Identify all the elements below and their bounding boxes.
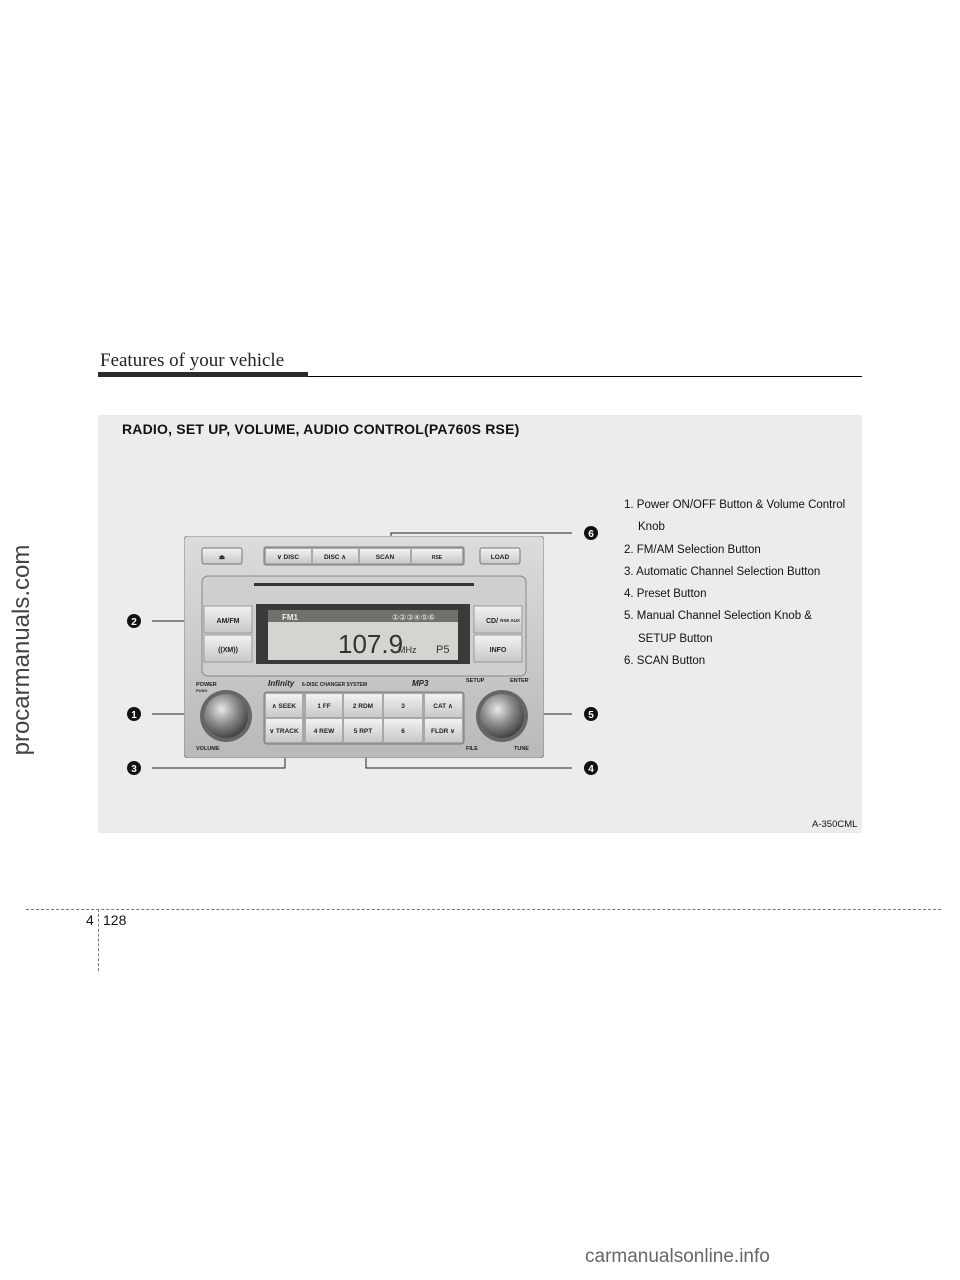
xm-button[interactable]: ((XM)) [203,634,253,663]
svg-text:POWER: POWER [196,682,217,688]
svg-text:4 REW: 4 REW [314,728,335,735]
svg-text:FILE: FILE [466,746,478,752]
display-frequency: 107.9 [338,629,403,659]
scan-button[interactable]: SCAN [360,549,410,563]
svg-text:6-DISC CHANGER SYSTEM: 6-DISC CHANGER SYSTEM [302,682,367,688]
page-section: 4 [86,912,94,928]
svg-text:2 RDM: 2 RDM [353,703,373,710]
figure-title: RADIO, SET UP, VOLUME, AUDIO CONTROL(PA7… [122,421,520,437]
display-band: FM1 [282,613,299,622]
svg-text:3: 3 [401,703,405,710]
legend-item-3: 3. Automatic Channel Selection Button [624,565,821,578]
svg-text:DISC ∧: DISC ∧ [324,554,346,561]
info-button[interactable]: INFO [473,634,523,663]
power-volume-knob[interactable] [200,690,252,742]
eject-button[interactable]: ⏏ [201,547,243,565]
cd-slot [254,583,474,586]
svg-text:3: 3 [131,764,137,775]
seek-button[interactable]: ∧ SEEK [266,694,302,717]
track-button[interactable]: ∨ TRACK [266,719,302,742]
svg-text:LOAD: LOAD [491,554,510,561]
svg-text:∨ TRACK: ∨ TRACK [269,728,299,735]
svg-text:⏏: ⏏ [219,554,226,561]
svg-text:ENTER: ENTER [510,678,529,684]
cd-aux-button[interactable]: CD/RSE AUX [473,605,523,634]
svg-text:1 FF: 1 FF [317,703,330,710]
preset-1-button[interactable]: 1 FF [306,694,342,717]
footer-dashed-divider [98,909,99,971]
fldr-button[interactable]: FLDR ∨ [425,719,462,742]
rse-power-button[interactable]: RSE [412,549,462,563]
svg-text:5: 5 [588,710,594,721]
header-rule-accent [98,372,308,377]
svg-text:RSE AUX: RSE AUX [500,618,520,623]
page-number: 128 [103,912,127,928]
callout-marker-2: 2 [127,614,141,628]
svg-text:∨ DISC: ∨ DISC [277,554,299,561]
svg-text:SETUP: SETUP [466,678,485,684]
legend-item-5: 5. Manual Channel Selection Knob &SETUP … [624,610,812,645]
radio-head-unit: ⏏ ∨ DISC DISC ∧ SCAN RSE LOAD AM/FM ((XM… [184,536,544,758]
legend-item-4: 4. Preset Button [624,588,707,601]
svg-text:AM/FM: AM/FM [217,618,240,625]
callout-marker-6: 6 [584,526,598,540]
disc-up-button[interactable]: DISC ∧ [313,549,358,563]
svg-text:∧ SEEK: ∧ SEEK [272,703,297,710]
svg-text:1: 1 [131,710,137,721]
preset-2-button[interactable]: 2 RDM [344,694,382,717]
svg-text:((XM)): ((XM)) [218,647,238,654]
callout-marker-4: 4 [584,761,598,775]
svg-text:TUNE: TUNE [514,746,529,752]
svg-text:2: 2 [131,617,137,628]
legend-item-2: 2. FM/AM Selection Button [624,543,761,556]
svg-text:4: 4 [588,764,594,775]
display-unit: MHz [398,645,417,655]
load-button[interactable]: LOAD [479,547,521,565]
preset-4-button[interactable]: 4 REW [306,719,342,742]
section-header-title: Features of your vehicle [100,350,285,371]
footer-watermark: carmanualsonline.info [585,1246,770,1267]
svg-text:CD/: CD/ [486,618,498,625]
svg-text:FLDR ∨: FLDR ∨ [431,728,455,735]
svg-text:RSE: RSE [432,555,443,561]
svg-text:6: 6 [588,529,594,540]
svg-text:SCAN: SCAN [376,554,395,561]
callout-marker-1: 1 [127,707,141,721]
disc-down-button[interactable]: ∨ DISC [266,549,311,563]
preset-5-button[interactable]: 5 RPT [344,719,382,742]
svg-text:6: 6 [401,728,405,735]
callout-marker-3: 3 [127,761,141,775]
figure-code: A-350CML [812,819,858,830]
svg-text:MP3: MP3 [412,679,429,688]
display-preset-indicators: ①②③④⑤⑥ [392,613,435,622]
svg-text:CAT ∧: CAT ∧ [433,703,453,710]
svg-text:5 RPT: 5 RPT [354,728,372,735]
preset-3-button[interactable]: 3 [384,694,422,717]
svg-text:PUSH: PUSH [196,688,207,693]
amfm-button[interactable]: AM/FM [203,605,253,634]
callout-marker-5: 5 [584,707,598,721]
legend-item-6: 6. SCAN Button [624,655,706,668]
svg-text:INFO: INFO [490,647,507,654]
display-preset: P5 [436,644,449,656]
svg-text:VOLUME: VOLUME [196,746,220,752]
preset-6-button[interactable]: 6 [384,719,422,742]
svg-text:Infinity: Infinity [268,679,295,688]
cat-button[interactable]: CAT ∧ [425,694,462,717]
tune-setup-knob[interactable] [476,690,528,742]
header-rule [98,376,862,377]
footer-dashed-rule [26,909,941,910]
